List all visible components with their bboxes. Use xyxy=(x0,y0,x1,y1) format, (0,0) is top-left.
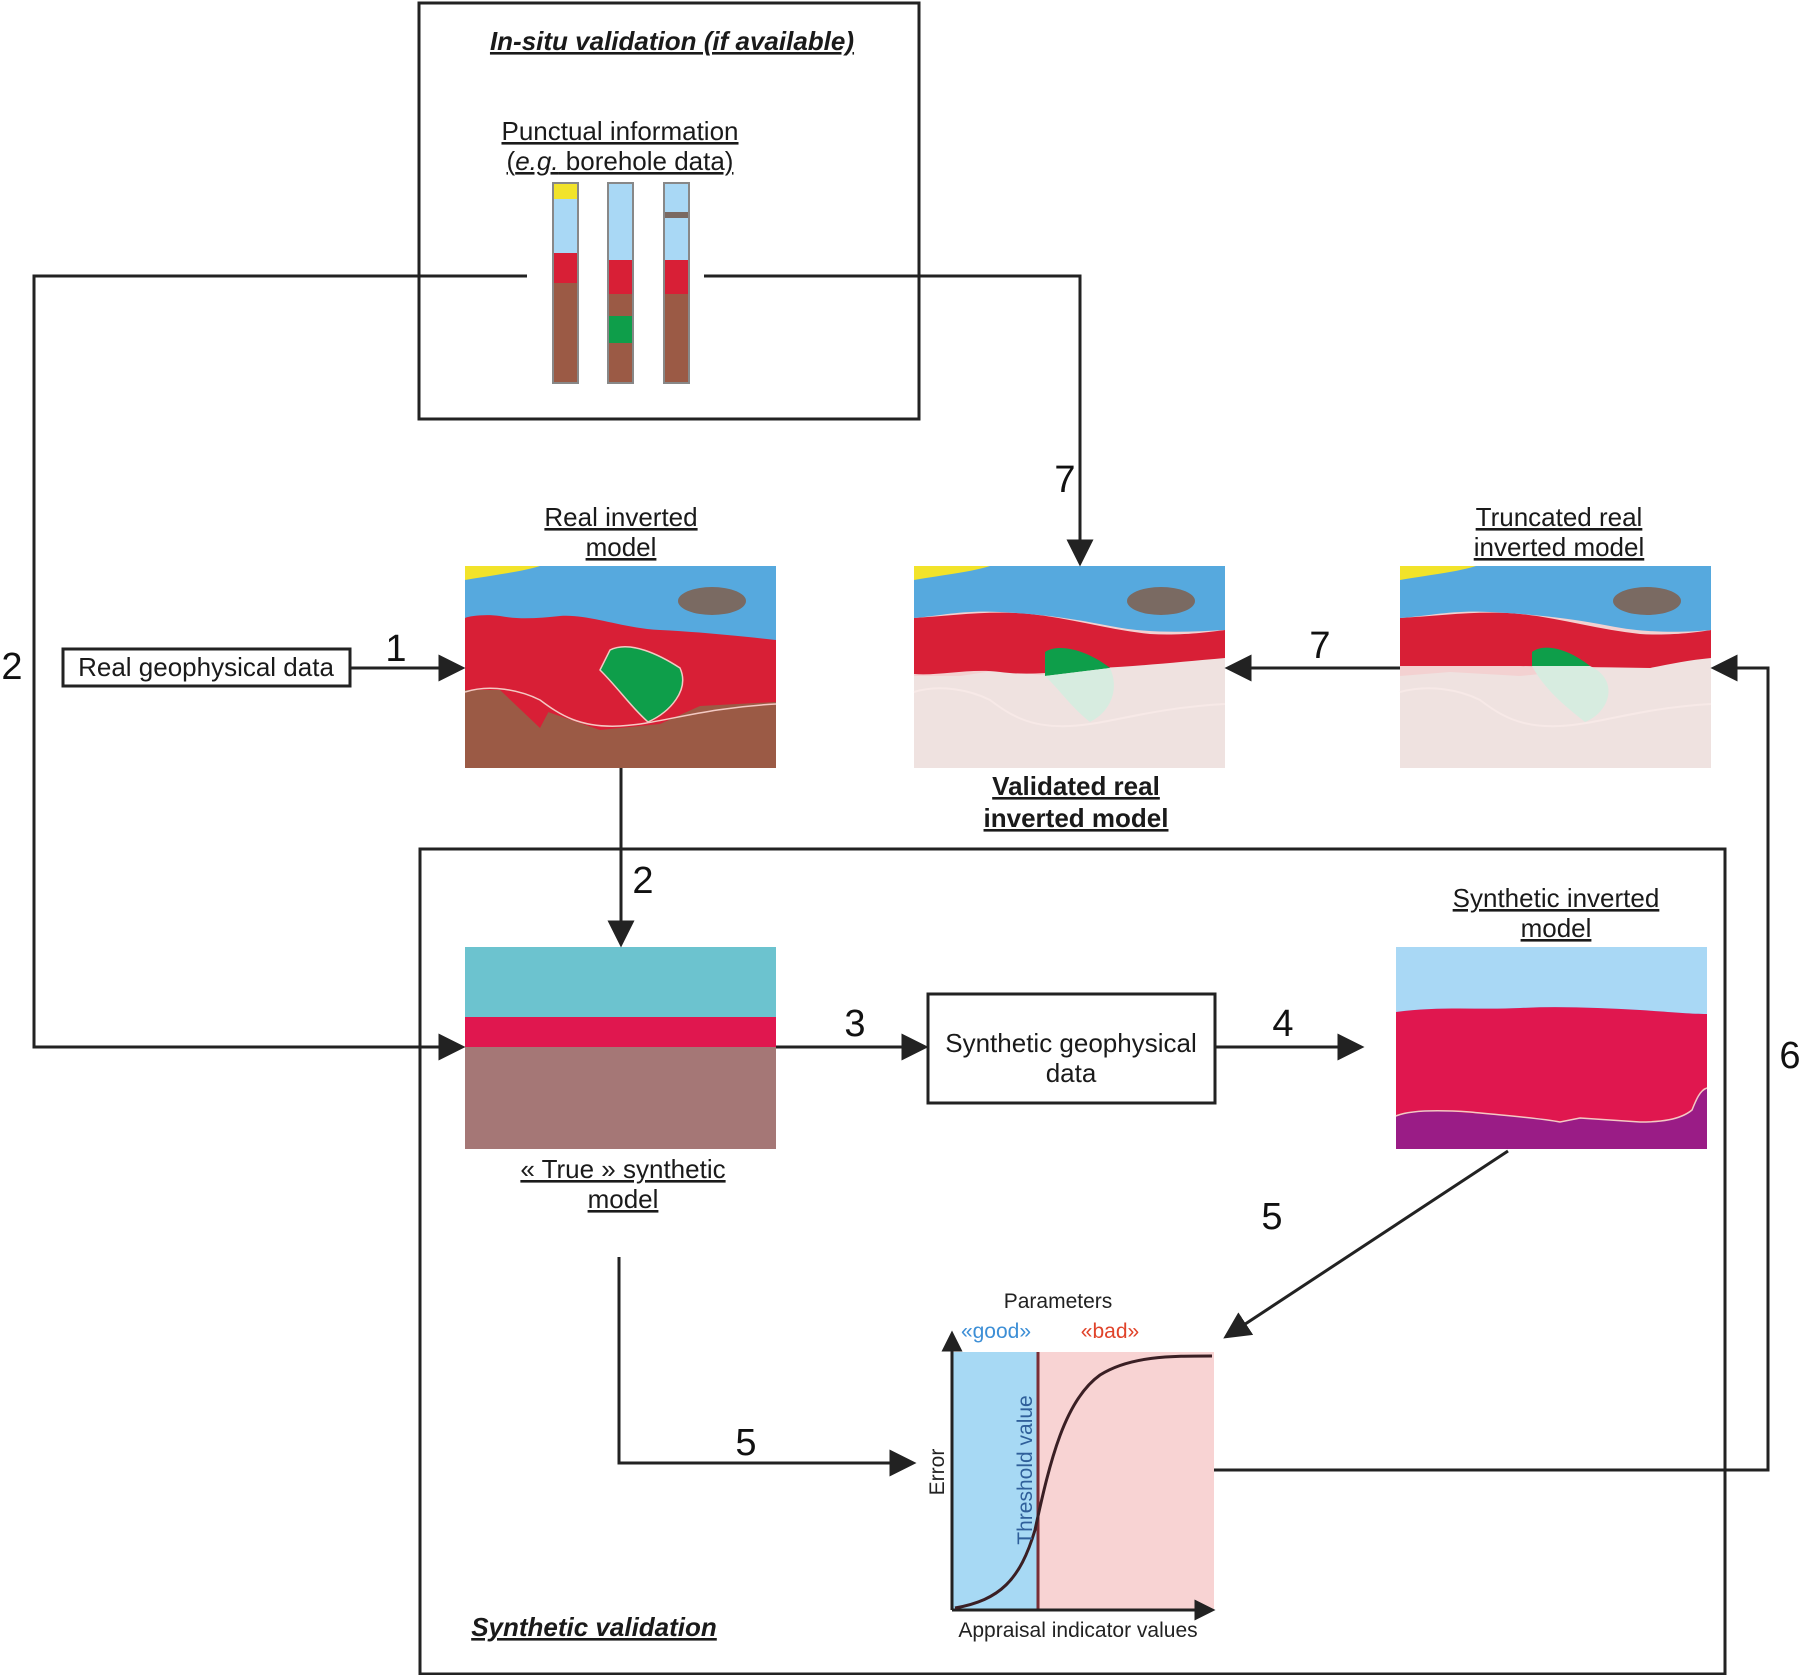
bad-label: «bad» xyxy=(1081,1320,1139,1343)
true-synthetic-label-1: « True » synthetic xyxy=(520,1154,725,1184)
borehole-rest: borehole data) xyxy=(559,146,734,176)
step-4-label: 4 xyxy=(1272,1003,1293,1045)
synthetic-inverted-label-1: Synthetic inverted xyxy=(1453,883,1660,913)
step-5-bottom-label: 5 xyxy=(735,1422,756,1464)
real-inverted-model xyxy=(464,566,777,768)
truncated-real-inverted-model xyxy=(1399,566,1712,768)
arrow-step-5-right xyxy=(1223,1149,1509,1339)
borehole-data-label: (e.g. borehole data) xyxy=(507,146,734,176)
step-7-right-label: 7 xyxy=(1309,625,1330,667)
synthetic-validation-title: Synthetic validation xyxy=(471,1612,717,1642)
synthetic-inverted-model xyxy=(1395,947,1708,1149)
sigmoid-curve xyxy=(954,1354,1213,1610)
borehole-1 xyxy=(552,182,579,384)
step-3-label: 3 xyxy=(844,1003,865,1045)
arrow-step-5-bottom xyxy=(617,1257,917,1477)
step-2-mid-label: 2 xyxy=(632,860,653,902)
appraisal-plot: Parameters «good» «bad» Threshold value … xyxy=(926,1290,1216,1642)
good-zone xyxy=(952,1352,1038,1610)
parameters-label: Parameters xyxy=(1004,1290,1113,1313)
synthetic-inverted-label-2: model xyxy=(1521,913,1592,943)
step-6-label: 6 xyxy=(1779,1035,1800,1077)
real-inverted-label-2: model xyxy=(586,532,657,562)
borehole-2 xyxy=(607,182,634,384)
true-synthetic-label-2: model xyxy=(588,1184,659,1214)
truncated-label-2: inverted model xyxy=(1474,532,1645,562)
real-inverted-label-1: Real inverted xyxy=(544,502,697,532)
step-5-right-label: 5 xyxy=(1261,1196,1282,1238)
borehole-eg: e.g. xyxy=(515,146,558,176)
true-synthetic-model xyxy=(465,947,776,1149)
validated-label-2: inverted model xyxy=(984,803,1169,833)
step-1-label: 1 xyxy=(385,628,406,670)
arrow-step-7-top xyxy=(704,274,1094,567)
real-geophysical-data-label: Real geophysical data xyxy=(78,652,334,682)
in-situ-validation-panel xyxy=(417,1,921,421)
synthetic-geophysical-data-label-2: data xyxy=(1046,1058,1097,1088)
in-situ-title: In-situ validation (if available) xyxy=(490,26,854,56)
validated-real-inverted-model xyxy=(913,566,1226,768)
synthetic-geophysical-data-label-1: Synthetic geophysical xyxy=(945,1028,1196,1058)
bad-zone xyxy=(1038,1352,1214,1610)
synthetic-validation-panel xyxy=(418,847,1727,1676)
arrow-step-2-left xyxy=(32,274,527,1061)
step-7-top-label: 7 xyxy=(1054,459,1075,501)
appraisal-axis-label: Appraisal indicator values xyxy=(958,1619,1197,1642)
error-axis-label: Error xyxy=(926,1449,949,1496)
threshold-label: Threshold value xyxy=(1014,1395,1037,1544)
truncated-label-1: Truncated real xyxy=(1476,502,1643,532)
punctual-info-label: Punctual information xyxy=(501,116,738,146)
borehole-3 xyxy=(663,182,690,384)
validated-label-1: Validated real xyxy=(992,771,1160,801)
good-label: «good» xyxy=(961,1320,1031,1343)
step-2-left-label: 2 xyxy=(1,646,22,688)
arrow-step-6 xyxy=(1214,654,1770,1472)
